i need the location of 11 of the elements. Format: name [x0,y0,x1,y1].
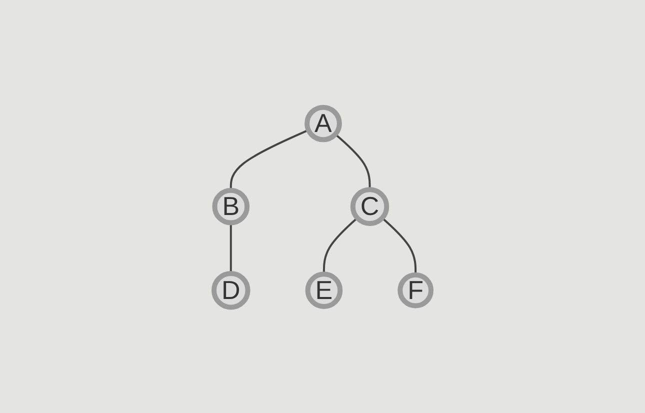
node-circle: D [211,270,250,310]
node-circle: B [212,187,250,225]
node-circle: A [304,104,342,142]
connector [230,222,232,274]
node-circle: E [305,271,343,309]
connector [382,216,417,274]
connector [322,216,358,274]
connector [230,128,309,190]
node-circle: C [350,186,390,226]
node-circle: F [398,272,434,308]
connector [334,133,371,190]
